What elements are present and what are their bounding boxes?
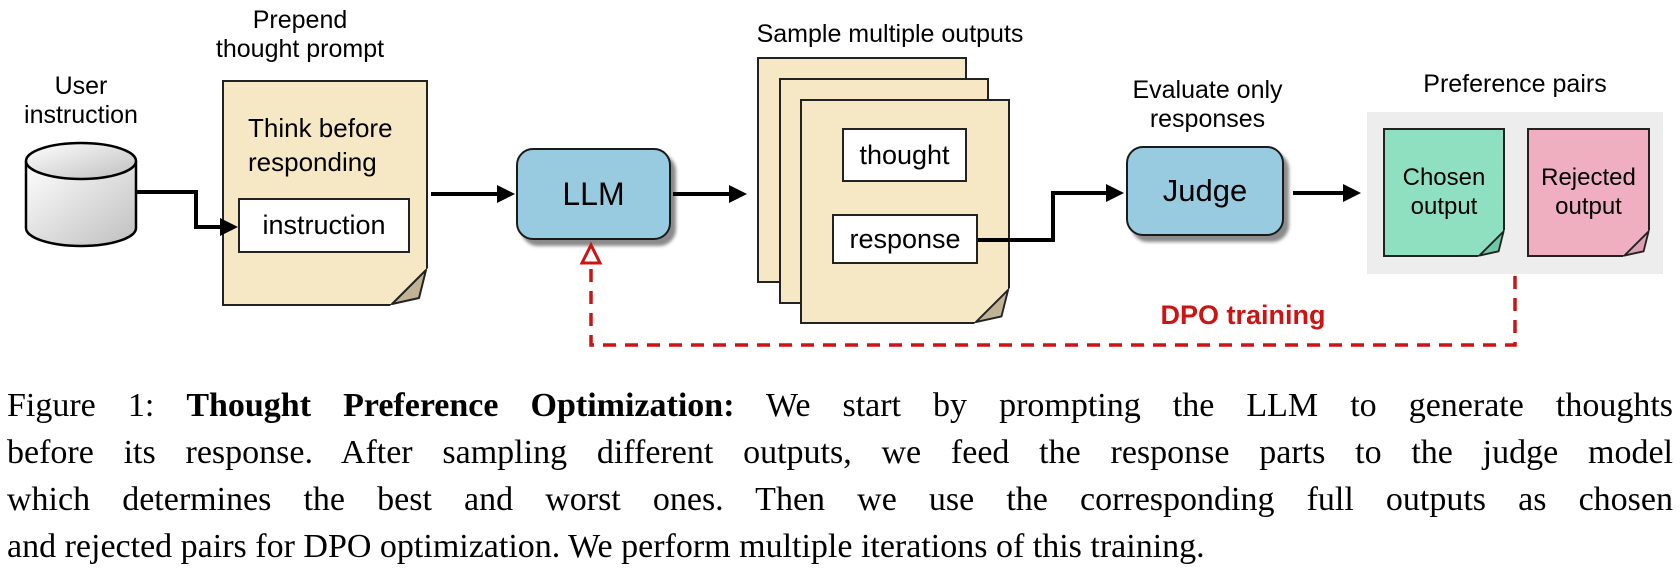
chosen-output-note: Chosen output [1383, 128, 1505, 257]
caption-line-3: which determines the best and worst ones… [7, 481, 1673, 518]
folded-corner-icon [1623, 230, 1650, 257]
caption-line-1-rest: We start by prompting the LLM to generat… [734, 387, 1673, 424]
arrowhead [1343, 184, 1361, 202]
chosen-output-label: Chosen output [1402, 163, 1486, 220]
sample-multiple-outputs-title: Sample multiple outputs [756, 20, 1024, 48]
caption-line-4: and rejected pairs for DPO optimization.… [7, 528, 1205, 565]
caption-bold-title: Thought Preference Optimization: [186, 387, 735, 424]
preference-pairs-title: Preference pairs [1423, 70, 1607, 98]
arrowhead [497, 185, 515, 203]
dpo-training-label: DPO training [1160, 300, 1326, 330]
thought-box: thought [842, 128, 967, 182]
folded-corner-icon [390, 268, 428, 306]
dpo-arrowhead [579, 241, 603, 265]
caption-figure-number: Figure 1: [7, 387, 187, 424]
llm-box: LLM [516, 148, 671, 240]
dpo-feedback-dashed-arrow [589, 263, 1517, 347]
instruction-box: instruction [238, 198, 410, 253]
database-cylinder-icon [24, 141, 138, 248]
arrow-cylinder-to-instruction [136, 190, 220, 229]
figure-caption: Figure 1: Thought Preference Optimizatio… [7, 382, 1673, 570]
think-before-responding-text: Think before responding [248, 113, 393, 177]
rejected-output-label: Rejected output [1541, 163, 1636, 220]
folded-corner-icon [974, 288, 1010, 324]
folded-corner-icon [1478, 230, 1505, 257]
judge-box: Judge [1126, 146, 1284, 236]
caption-line-1: Figure 1: Thought Preference Optimizatio… [7, 382, 1673, 429]
arrowhead [729, 185, 747, 203]
arrowhead [1106, 184, 1124, 202]
caption-line-2: before its response. After sampling diff… [7, 434, 1673, 471]
prepend-thought-prompt-title: Prepend thought prompt [215, 6, 385, 63]
prompt-document: Think before responding [222, 80, 428, 306]
rejected-output-note: Rejected output [1527, 128, 1650, 257]
response-box: response [832, 214, 978, 264]
evaluate-only-responses-title: Evaluate only responses [1132, 76, 1283, 133]
user-instruction-label: User instruction [24, 72, 138, 129]
